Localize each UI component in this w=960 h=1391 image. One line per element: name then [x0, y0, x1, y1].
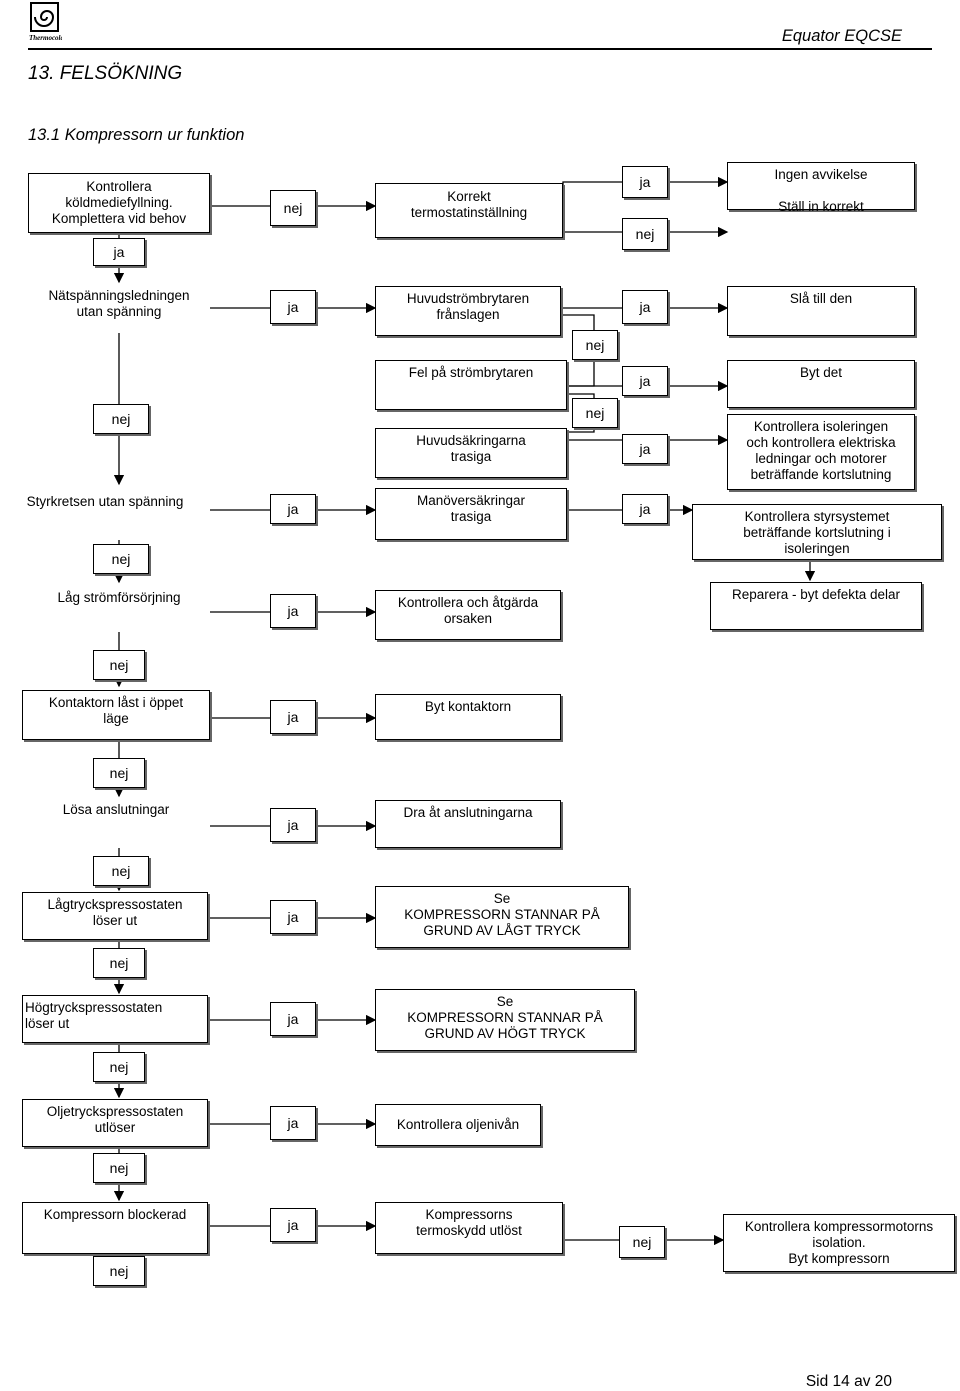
node-text: Se KOMPRESSORN STANNAR PÅ GRUND AV HÖGT … [407, 994, 603, 1041]
node-kontrollera-kyl: Kontrollera köldmediefyllning. Komplette… [28, 173, 210, 233]
answer-yes: ja [622, 366, 668, 396]
node-byt-kontaktorn: Byt kontaktorn [375, 694, 561, 740]
node-text: Huvudsäkringarna trasiga [416, 433, 526, 464]
node-text: Kompressorn blockerad [43, 1207, 187, 1222]
answer-yes: ja [270, 290, 316, 324]
section-heading: 13. FELSÖKNING [28, 63, 183, 84]
node-text: Oljetryckspressostaten utlöser [46, 1104, 184, 1135]
node-lagtryck: Lågtryckspressostaten löser ut [22, 892, 208, 940]
node-kontrollera-isolering: Kontrollera isoleringen och kontrollera … [727, 414, 915, 490]
node-text: Fel på strömbrytaren [408, 365, 534, 380]
node-sla-till: Slå till den [727, 286, 915, 336]
answer-no: nej [93, 758, 145, 788]
node-termoskydd: Kompressorns termoskydd utlöst [375, 1202, 563, 1254]
node-text: Ställ in korrekt [778, 199, 864, 214]
node-text: Korrekt termostatinställning [410, 189, 528, 220]
node-text: Kompressorns termoskydd utlöst [416, 1207, 522, 1238]
node-dra-at: Dra åt anslutningarna [375, 800, 561, 848]
document-title: Equator EQCSE [781, 27, 902, 45]
node-huvudsakringarna: Huvudsäkringarna trasiga [375, 428, 567, 478]
answer-no: nej [572, 398, 618, 428]
node-text: Kontrollera kompressormotorns isolation.… [744, 1219, 934, 1266]
node-text: Reparera - byt defekta delar [731, 587, 901, 602]
answer-yes: ja [622, 434, 668, 464]
node-losa: Lösa anslutningar [22, 798, 210, 848]
answer-no: nej [619, 1226, 665, 1258]
answer-no: nej [93, 404, 149, 434]
node-text: Se KOMPRESSORN STANNAR PÅ GRUND AV LÅGT … [404, 891, 600, 938]
answer-yes: ja [270, 808, 316, 842]
node-text: Låg strömförsörjning [57, 590, 181, 605]
node-text: Dra åt anslutningarna [403, 805, 533, 820]
node-fel-strombrytaren: Fel på strömbrytaren [375, 360, 567, 410]
node-se-hogt: Se KOMPRESSORN STANNAR PÅ GRUND AV HÖGT … [375, 989, 635, 1051]
answer-no: nej [93, 948, 145, 978]
answer-yes: ja [270, 900, 316, 934]
answer-no: nej [270, 190, 316, 226]
header-rule [28, 48, 932, 50]
answer-yes: ja [270, 594, 316, 628]
answer-no: nej [93, 544, 149, 574]
node-lag-strom: Låg strömförsörjning [28, 586, 210, 632]
node-text: Kontrollera isoleringen och kontrollera … [746, 419, 896, 482]
node-kontrollera-styr: Kontrollera styrsystemet beträffande kor… [692, 504, 942, 560]
node-kontrollera-olja: Kontrollera oljenivån [375, 1104, 541, 1146]
node-text: Kontaktorn låst i öppet läge [48, 695, 184, 726]
answer-no: nej [93, 1256, 145, 1286]
node-hogtryck: Högtryckspressostaten löser ut [22, 995, 208, 1043]
node-blockerad: Kompressorn blockerad [22, 1202, 208, 1254]
node-text: Huvudströmbrytaren frånslagen [406, 291, 530, 322]
answer-yes: ja [93, 238, 145, 266]
answer-yes: ja [622, 290, 668, 324]
node-kontaktorn: Kontaktorn låst i öppet läge [22, 690, 210, 740]
thermocold-logo: Thermocold [28, 2, 64, 42]
node-oljetryck: Oljetryckspressostaten utlöser [22, 1099, 208, 1147]
node-ingen-avvikelse: Ingen avvikelse Ställ in korrekt [727, 162, 915, 214]
node-manoversakringar: Manöversäkringar trasiga [375, 488, 567, 540]
answer-yes: ja [270, 1106, 316, 1140]
answer-yes: ja [270, 700, 316, 734]
answer-yes: ja [270, 1002, 316, 1036]
node-kontrollera-motor: Kontrollera kompressormotorns isolation.… [723, 1214, 955, 1272]
answer-no: nej [93, 1153, 145, 1183]
answer-no: nej [93, 1052, 145, 1082]
node-text: Kontrollera styrsystemet beträffande kor… [743, 509, 891, 556]
answer-yes: ja [270, 1208, 316, 1242]
subsection-heading: 13.1 Kompressorn ur funktion [28, 126, 245, 144]
node-text: Nätspänningsledningen utan spänning [48, 288, 190, 319]
node-text: Slå till den [789, 291, 853, 306]
node-text: Ingen avvikelse [774, 167, 868, 182]
node-styrkretsen: Styrkretsen utan spänning [0, 490, 210, 540]
node-text: Lågtryckspressostaten löser ut [47, 897, 183, 928]
answer-no: nej [572, 330, 618, 360]
answer-yes: ja [622, 166, 668, 198]
node-text: Kontrollera och åtgärda orsaken [397, 595, 539, 626]
page-number: Sid 14 av 20 [805, 1373, 892, 1390]
node-kontrollera-atgarda: Kontrollera och åtgärda orsaken [375, 590, 561, 640]
answer-no: nej [93, 650, 145, 680]
node-text: Kontrollera oljenivån [396, 1117, 520, 1132]
answer-no: nej [622, 218, 668, 250]
answer-yes: ja [270, 494, 316, 524]
node-huvudstrombrytaren: Huvudströmbrytaren frånslagen [375, 286, 561, 336]
node-se-lagt: Se KOMPRESSORN STANNAR PÅ GRUND AV LÅGT … [375, 886, 629, 948]
node-korrekt-termo: Korrekt termostatinställning [375, 183, 563, 238]
answer-yes: ja [622, 494, 668, 524]
node-text: Byt kontaktorn [424, 699, 512, 714]
node-text: Manöversäkringar trasiga [416, 493, 526, 524]
node-text: Lösa anslutningar [62, 802, 170, 817]
node-natspanning: Nätspänningsledningen utan spänning [28, 284, 210, 332]
node-byt-det: Byt det [727, 360, 915, 408]
node-text: Högtryckspressostaten löser ut [25, 1000, 163, 1031]
node-text: Kontrollera köldmediefyllning. Komplette… [51, 179, 187, 226]
node-text: Styrkretsen utan spänning [26, 494, 184, 509]
node-text: Byt det [799, 365, 843, 380]
answer-no: nej [93, 856, 149, 886]
node-reparera: Reparera - byt defekta delar [710, 582, 922, 630]
svg-text:Thermocold: Thermocold [29, 34, 62, 42]
